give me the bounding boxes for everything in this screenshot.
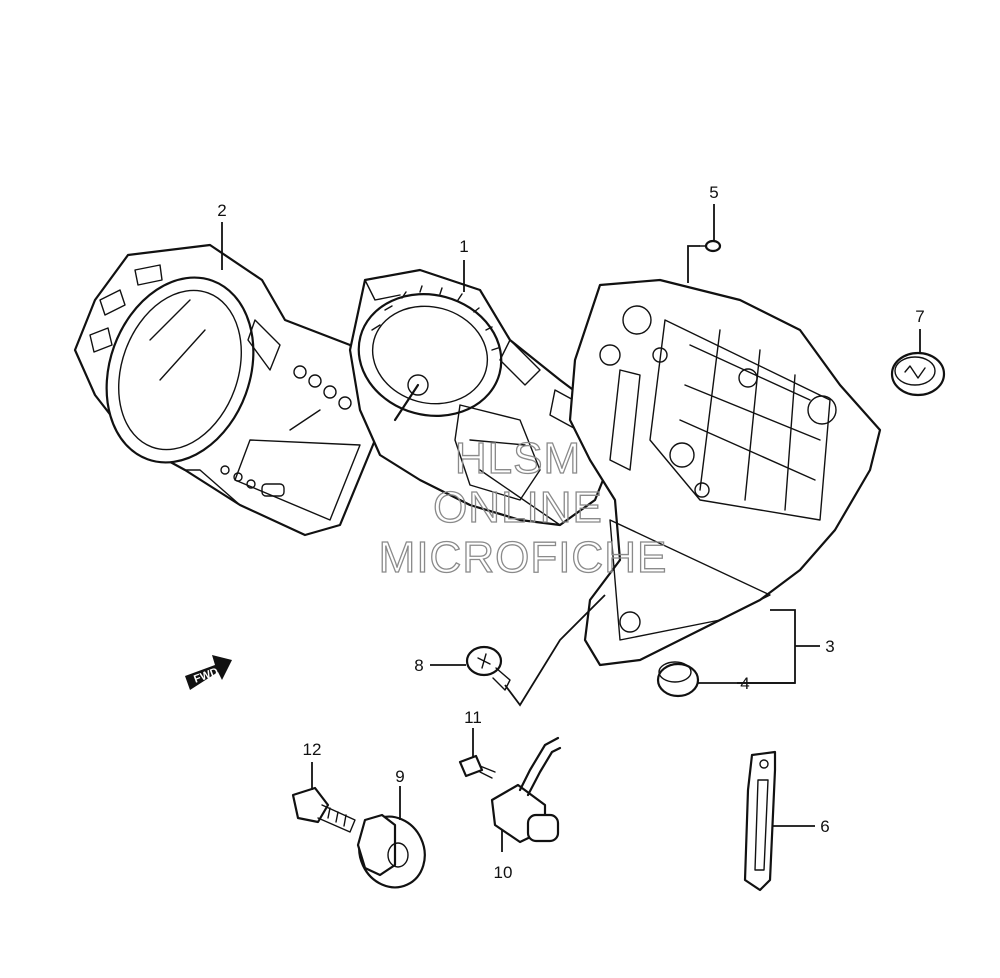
callouts: 2 1 5 7 3 4 8 11 12 9 10 6 xyxy=(217,183,924,882)
callout-8: 8 xyxy=(414,656,423,675)
callout-3: 3 xyxy=(825,637,834,656)
washer-9 xyxy=(356,813,426,889)
watermark-line1: HLSM xyxy=(455,434,581,483)
callout-9: 9 xyxy=(395,767,404,786)
meter-cover xyxy=(73,243,387,537)
fwd-arrow-icon: FWD xyxy=(185,655,232,690)
callout-12: 12 xyxy=(303,740,322,759)
bolt-12 xyxy=(291,786,356,833)
callout-6: 6 xyxy=(820,817,829,836)
bolt-11 xyxy=(458,754,496,779)
callout-4: 4 xyxy=(740,674,749,693)
callout-1: 1 xyxy=(459,237,468,256)
watermark-line2: ONLINE xyxy=(433,483,603,532)
leader-lines xyxy=(221,204,921,852)
strap-6 xyxy=(743,750,777,892)
callout-10: 10 xyxy=(494,863,513,882)
cap-7 xyxy=(890,351,946,397)
screw-5 xyxy=(687,239,722,283)
screw-8 xyxy=(465,645,511,691)
watermark-line3: MICROFICHE xyxy=(379,533,668,582)
callout-7: 7 xyxy=(915,307,924,326)
callout-11: 11 xyxy=(464,708,482,727)
grommet-4 xyxy=(656,661,700,698)
callout-5: 5 xyxy=(709,183,718,202)
instrument-cluster xyxy=(348,268,617,527)
sensor-10 xyxy=(490,736,562,844)
watermark: HLSM ONLINE MICROFICHE xyxy=(378,433,668,582)
leader-bracket-8 xyxy=(504,594,606,707)
fwd-label: FWD xyxy=(192,666,220,686)
meter-bracket xyxy=(568,278,882,667)
callout-2: 2 xyxy=(217,201,226,220)
